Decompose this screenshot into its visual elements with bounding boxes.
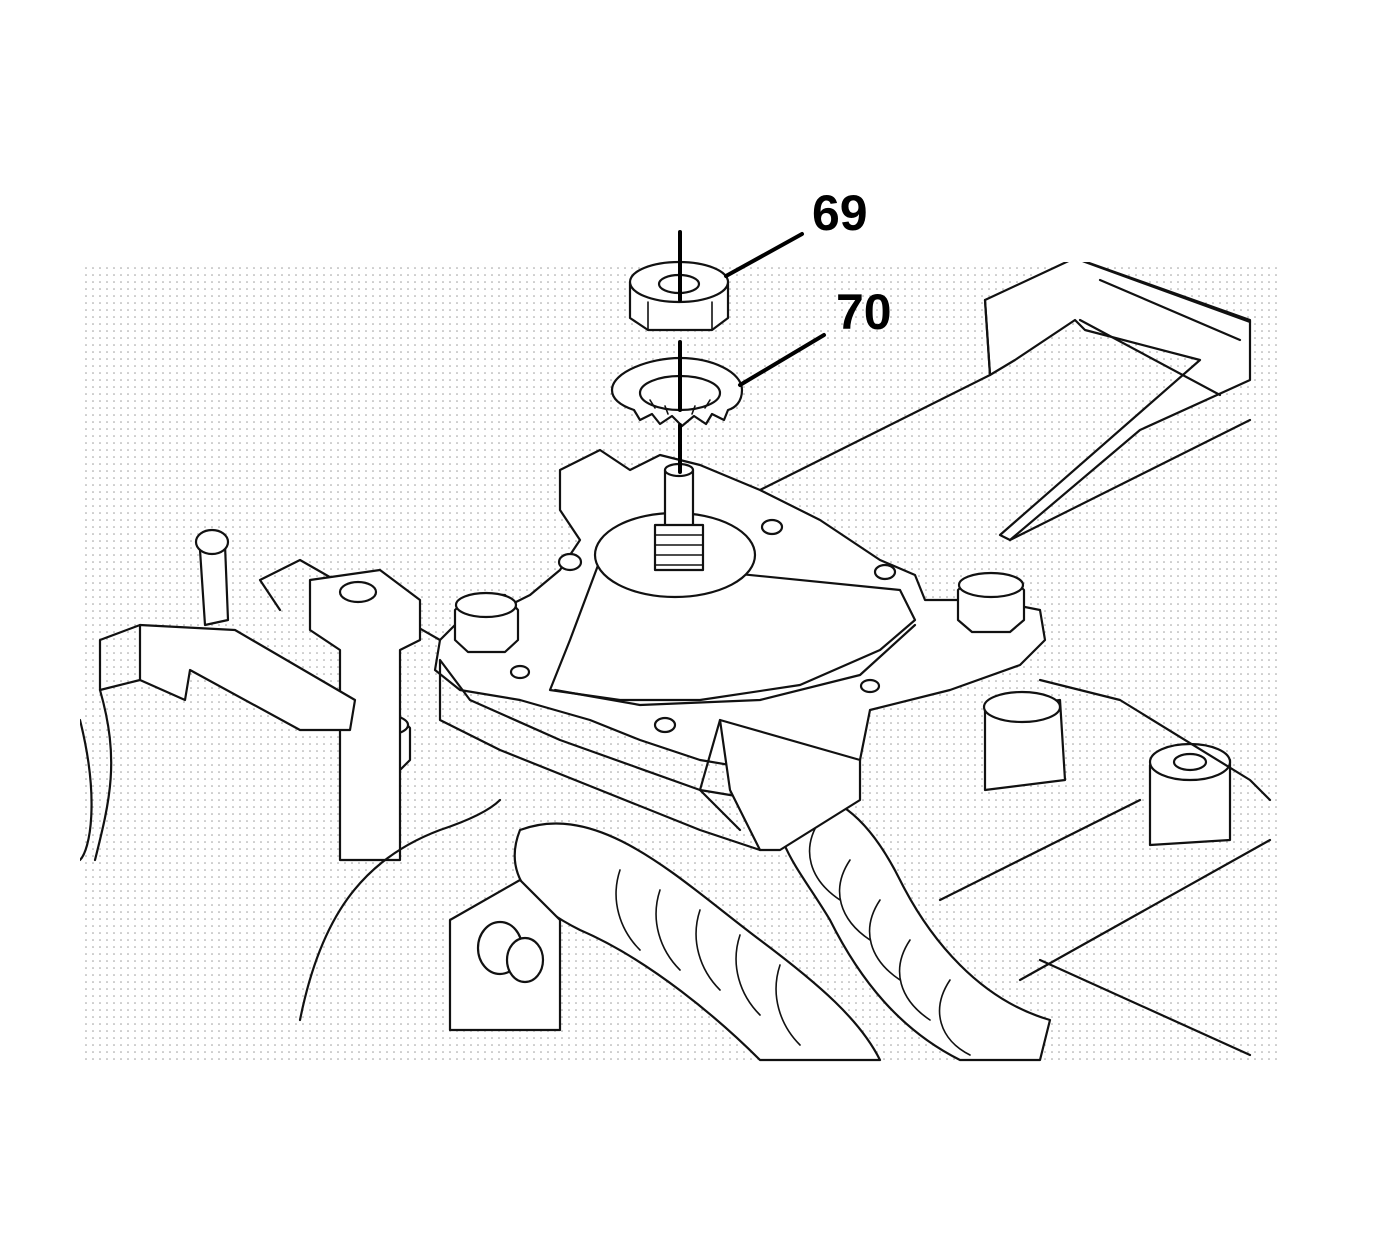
right-bosses [938,678,1272,982]
star-washer [610,356,744,428]
nut [628,260,730,332]
bolt-left [453,591,520,654]
manual-shaft [653,462,705,572]
lower-lever-arm [698,718,862,852]
wiring-harness [298,793,1252,1062]
bolt-right [956,571,1026,634]
plate-holes [509,518,897,734]
housing-upper-right [758,262,1252,542]
callout-label-70: 70 [836,284,892,340]
callout-label-69: 69 [812,185,868,241]
left-bracket [80,528,422,862]
leader-line-69 [724,232,804,278]
leader-line-70 [738,333,826,387]
